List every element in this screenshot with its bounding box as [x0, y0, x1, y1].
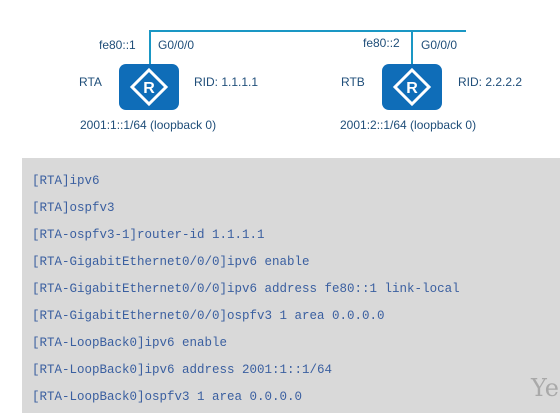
config-line: [RTA-GigabitEthernet0/0/0]ospfv3 1 area …: [32, 309, 385, 323]
rtb-name-label: RTB: [341, 75, 365, 89]
config-line: [RTA]ipv6: [32, 174, 100, 188]
watermark-text: Ye: [531, 374, 559, 402]
ethernet-link: [149, 30, 466, 32]
rta-router-id-label: RID: 1.1.1.1: [194, 75, 259, 89]
rta-uplink-line: [149, 30, 151, 72]
config-line: [RTA-LoopBack0]ospfv3 1 area 0.0.0.0: [32, 390, 303, 404]
cli-config-block: [RTA]ipv6 [RTA]ospfv3 [RTA-ospfv3-1]rout…: [22, 158, 560, 413]
router-icon: R: [382, 64, 442, 110]
rtb-router-id-label: RID: 2.2.2.2: [458, 75, 523, 89]
rtb-uplink-line: [411, 30, 413, 72]
config-line: [RTA-LoopBack0]ipv6 enable: [32, 336, 228, 350]
network-topology-diagram: fe80::1 G0/0/0 RTA RID: 1.1.1.1 2001:1::…: [0, 0, 560, 150]
router-icon: R: [119, 64, 179, 110]
config-line: [RTA-ospfv3-1]router-id 1.1.1.1: [32, 228, 265, 242]
svg-text:R: R: [143, 80, 155, 97]
rtb-interface-label: G0/0/0: [421, 38, 458, 52]
config-line: [RTA-GigabitEthernet0/0/0]ipv6 enable: [32, 255, 310, 269]
config-line: [RTA]ospfv3: [32, 201, 115, 215]
rta-loopback-label: 2001:1::1/64 (loopback 0): [80, 118, 217, 132]
rtb-link-local-label: fe80::2: [363, 36, 400, 50]
rta-name-label: RTA: [79, 75, 102, 89]
rta-link-local-label: fe80::1: [99, 38, 136, 52]
rtb-loopback-label: 2001:2::1/64 (loopback 0): [340, 118, 477, 132]
rta-interface-label: G0/0/0: [158, 38, 195, 52]
config-line: [RTA-GigabitEthernet0/0/0]ipv6 address f…: [32, 282, 460, 296]
config-line: [RTA-LoopBack0]ipv6 address 2001:1::1/64: [32, 363, 333, 377]
svg-text:R: R: [406, 80, 418, 97]
